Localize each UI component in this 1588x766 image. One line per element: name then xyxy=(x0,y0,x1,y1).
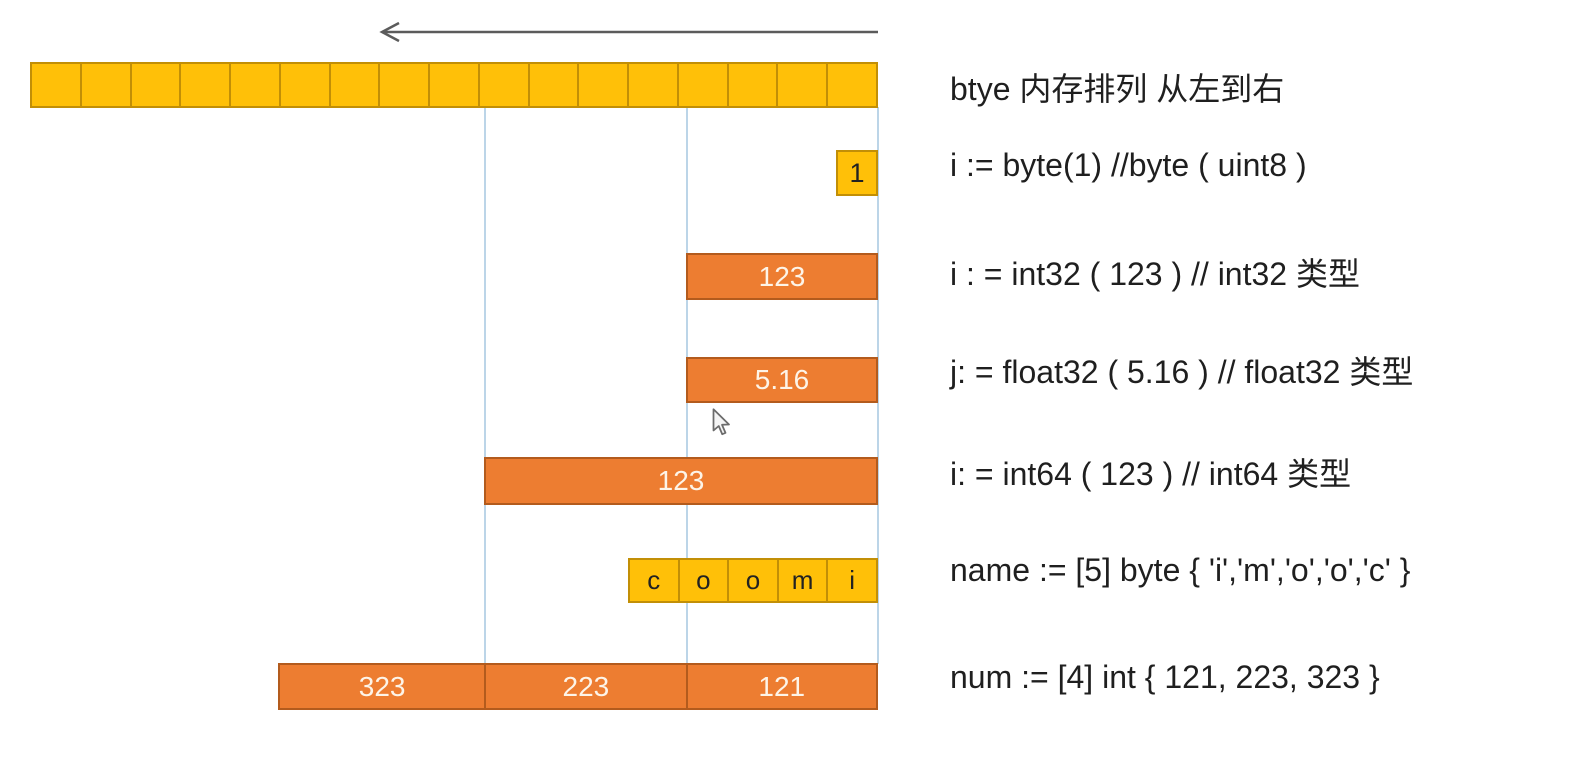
num-int-segment: 121 xyxy=(685,663,878,710)
memory-cell xyxy=(627,62,679,108)
name-byte-cell: o xyxy=(677,558,730,603)
int64-value-bar: 123 xyxy=(484,457,878,505)
memory-cell xyxy=(179,62,232,108)
memory-cell xyxy=(79,62,132,108)
annotation-line: i: = int64 ( 123 ) // int64 类型 xyxy=(950,456,1352,492)
memory-cell xyxy=(278,62,331,108)
memory-cell xyxy=(328,62,381,108)
memory-cell xyxy=(229,62,281,108)
guide-line-left xyxy=(484,107,486,664)
byte-memory-row xyxy=(30,62,879,108)
name-byte-cell: m xyxy=(776,558,829,603)
annotation-line: i : = int32 ( 123 ) // int32 类型 xyxy=(950,256,1360,292)
annotation-line: btye 内存排列 从左到右 xyxy=(950,71,1285,107)
num-int-segment: 323 xyxy=(278,663,487,710)
annotation-line: i := byte(1) //byte ( uint8 ) xyxy=(950,147,1307,183)
int32-value-bar: 123 xyxy=(686,253,878,300)
memory-cell xyxy=(726,62,779,108)
name-byte-cell: i xyxy=(826,558,878,603)
memory-cell xyxy=(428,62,480,108)
memory-cell xyxy=(129,62,182,108)
memory-cell xyxy=(378,62,431,108)
memory-cell xyxy=(527,62,580,108)
memory-cell xyxy=(676,62,729,108)
memory-cell xyxy=(477,62,530,108)
mouse-cursor xyxy=(712,408,730,436)
left-arrow xyxy=(379,21,878,43)
float32-value-bar: 5.16 xyxy=(686,357,878,403)
name-byte-cell: o xyxy=(727,558,779,603)
num-int-segment: 223 xyxy=(484,663,688,710)
annotation-line: num := [4] int { 121, 223, 323 } xyxy=(950,659,1380,695)
byte-value-cell: 1 xyxy=(836,150,878,196)
memory-cell xyxy=(776,62,829,108)
memory-cell xyxy=(826,62,879,108)
memory-cell xyxy=(30,62,82,108)
annotation-line: name := [5] byte { 'i','m','o','o','c' } xyxy=(950,552,1411,588)
name-byte-cell: c xyxy=(628,558,680,603)
annotation-line: j: = float32 ( 5.16 ) // float32 类型 xyxy=(950,354,1414,390)
guide-line-right xyxy=(877,107,879,664)
memory-cell xyxy=(577,62,630,108)
